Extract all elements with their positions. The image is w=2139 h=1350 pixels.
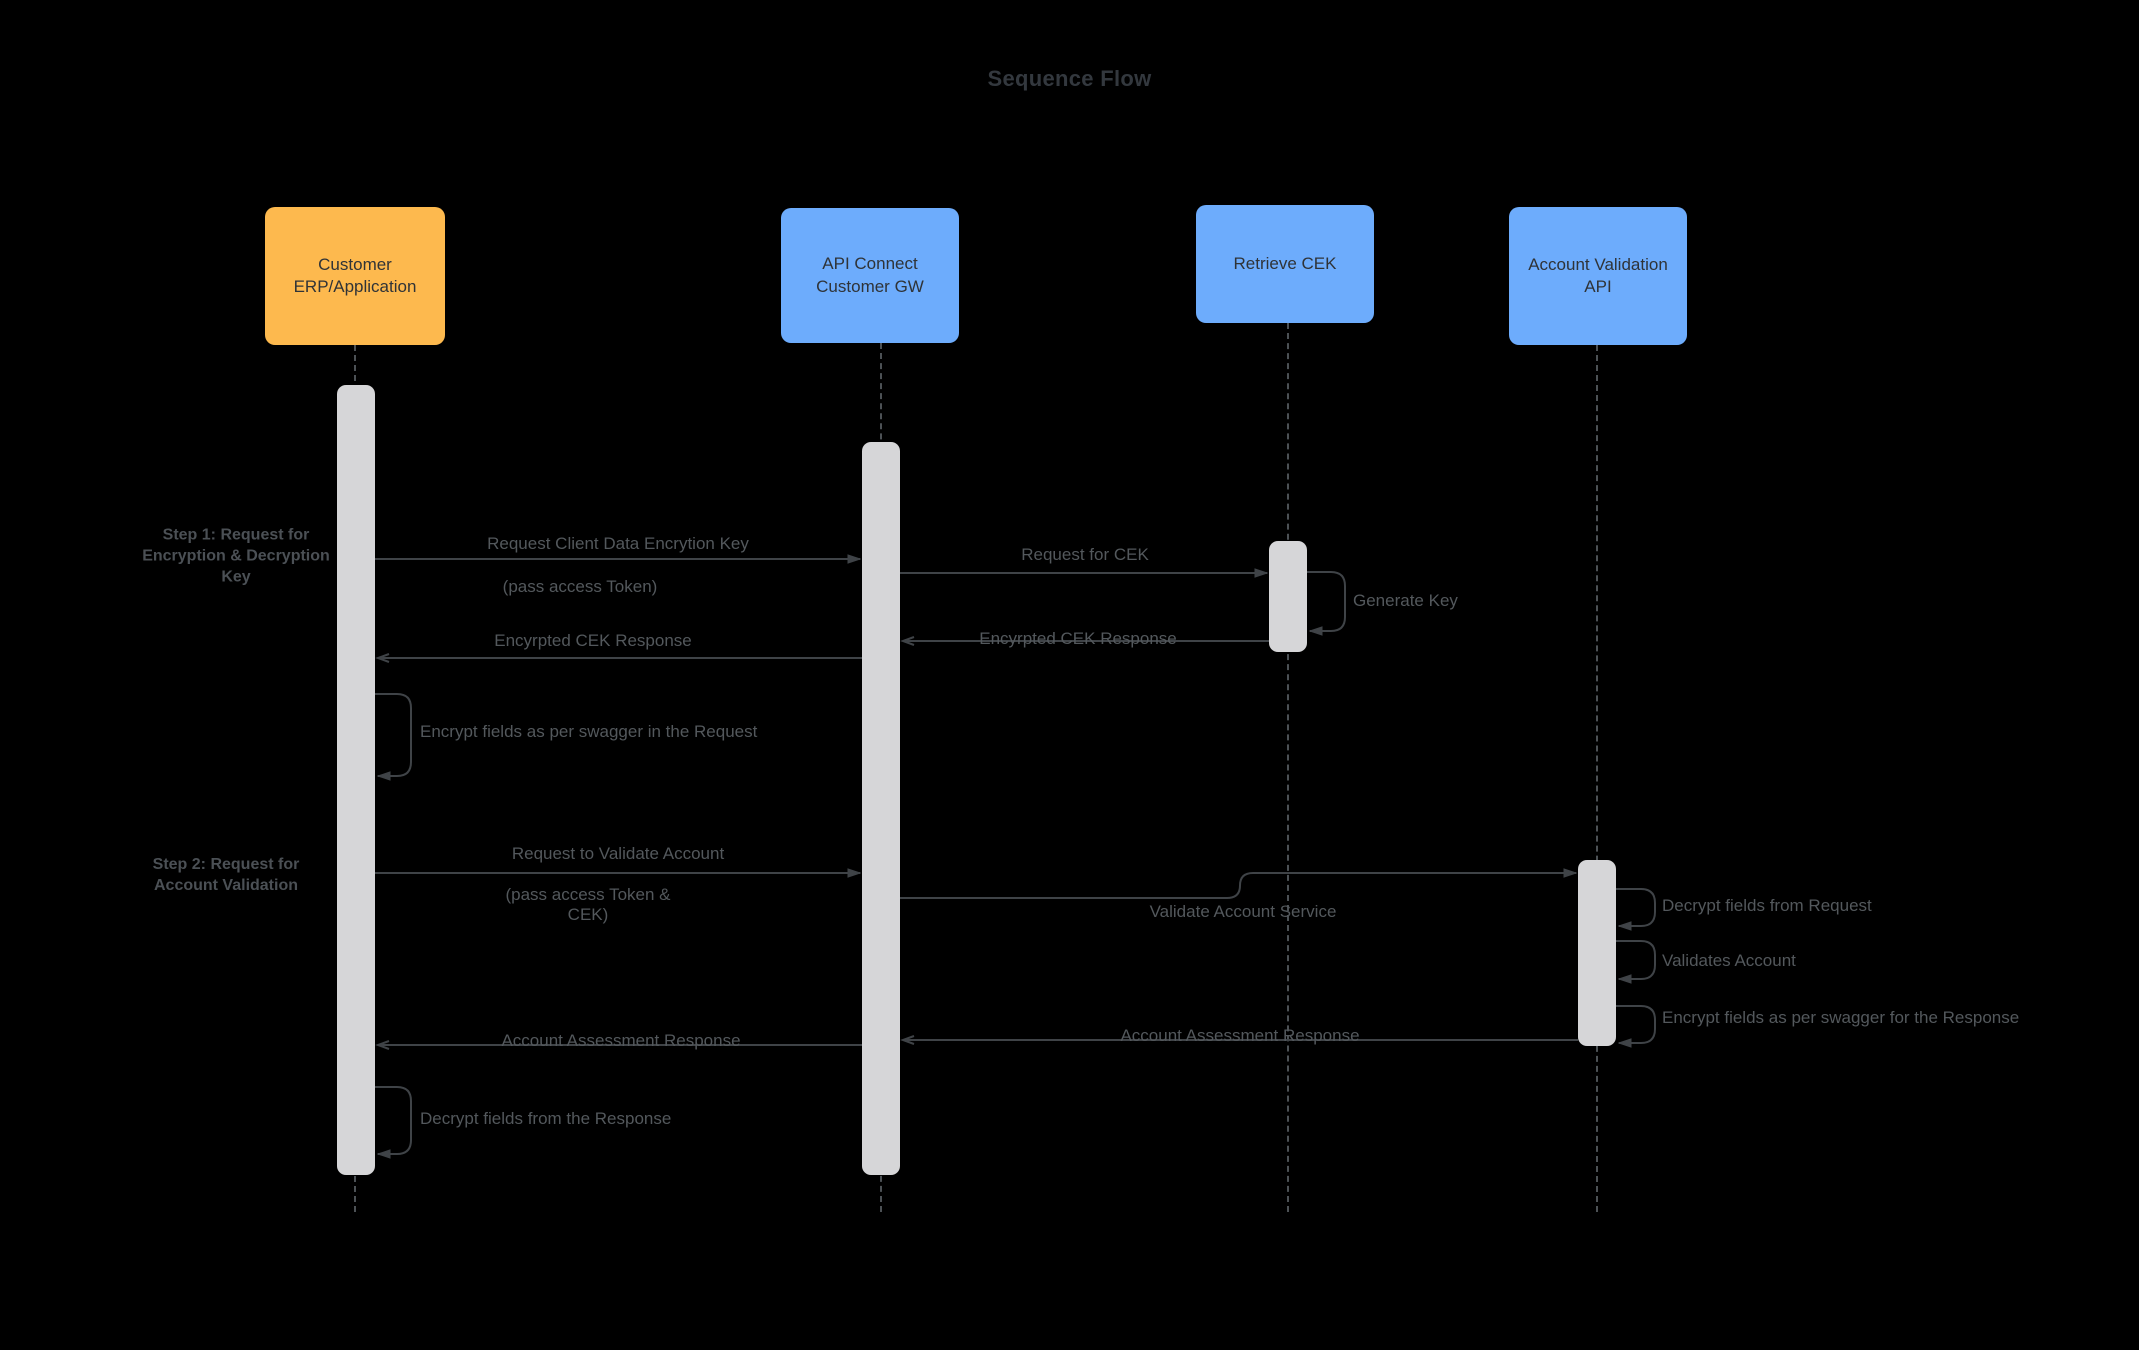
msg-encrypt-fields-request: Encrypt fields as per swagger in the Req… bbox=[420, 722, 758, 741]
activation-retrieve-cek bbox=[1269, 541, 1307, 652]
msg-request-key-note: (pass access Token) bbox=[502, 577, 658, 596]
arrow-encrypt-response-loop bbox=[1616, 1005, 1656, 1043]
step2-label: Step 2: Request for Account Validation bbox=[152, 855, 300, 894]
lifeline-retrieve-cek bbox=[1287, 323, 1289, 1212]
actor-customer-erp-label: Customer ERP/Application bbox=[293, 254, 417, 296]
actor-retrieve-cek: Retrieve CEK bbox=[1196, 205, 1374, 323]
arrow-validates-account-loop bbox=[1616, 940, 1656, 979]
msg-encrypt-fields-response: Encrypt fields as per swagger for the Re… bbox=[1662, 1008, 2020, 1027]
activation-customer-erp bbox=[337, 385, 375, 1175]
arrow-validate-service bbox=[900, 873, 1576, 899]
activation-account-validation-api bbox=[1578, 860, 1616, 1046]
actor-account-validation-api: Account Validation API bbox=[1509, 207, 1687, 345]
actor-account-validation-api-label: Account Validation API bbox=[1528, 254, 1668, 296]
lifeline-account-validation-api bbox=[1596, 345, 1598, 1212]
msg-assessment-response-gw: Account Assessment Response bbox=[1120, 1026, 1360, 1045]
msg-request-validate-note: (pass access Token & CEK) bbox=[505, 885, 670, 925]
msg-validates-account: Validates Account bbox=[1662, 951, 1796, 970]
arrow-decrypt-request-loop bbox=[1616, 888, 1656, 926]
msg-request-validate-note-line2: CEK) bbox=[567, 905, 609, 924]
diagram-title: Sequence Flow bbox=[987, 66, 1152, 91]
actor-customer-erp: Customer ERP/Application bbox=[265, 207, 445, 345]
arrow-decrypt-response-loop bbox=[375, 1086, 412, 1154]
msg-decrypt-fields-response: Decrypt fields from the Response bbox=[420, 1109, 672, 1128]
msg-cek-response-gw: Encyrpted CEK Response bbox=[979, 629, 1177, 648]
msg-request-cek: Request for CEK bbox=[1021, 545, 1149, 564]
msg-generate-key: Generate Key bbox=[1353, 591, 1458, 610]
msg-request-key: Request Client Data Encrytion Key bbox=[487, 534, 749, 553]
msg-assessment-response-customer: Account Assessment Response bbox=[501, 1031, 741, 1050]
arrow-encrypt-request-loop bbox=[375, 693, 412, 776]
activation-api-connect-gw bbox=[862, 442, 900, 1175]
msg-validate-service: Validate Account Service bbox=[1149, 902, 1337, 921]
msg-decrypt-fields-request: Decrypt fields from Request bbox=[1662, 896, 1872, 915]
step1-label: Step 1: Request for Encryption & Decrypt… bbox=[142, 526, 330, 586]
msg-cek-response-customer: Encyrpted CEK Response bbox=[494, 631, 692, 650]
actor-retrieve-cek-label: Retrieve CEK bbox=[1233, 253, 1337, 273]
msg-request-validate: Request to Validate Account bbox=[511, 844, 725, 863]
actor-api-connect-gw: API Connect Customer GW bbox=[781, 208, 959, 343]
msg-request-validate-note-line1: (pass access Token & bbox=[505, 885, 671, 904]
arrow-generate-key-loop bbox=[1307, 571, 1346, 631]
actor-api-connect-gw-label: API Connect Customer GW bbox=[816, 254, 924, 296]
